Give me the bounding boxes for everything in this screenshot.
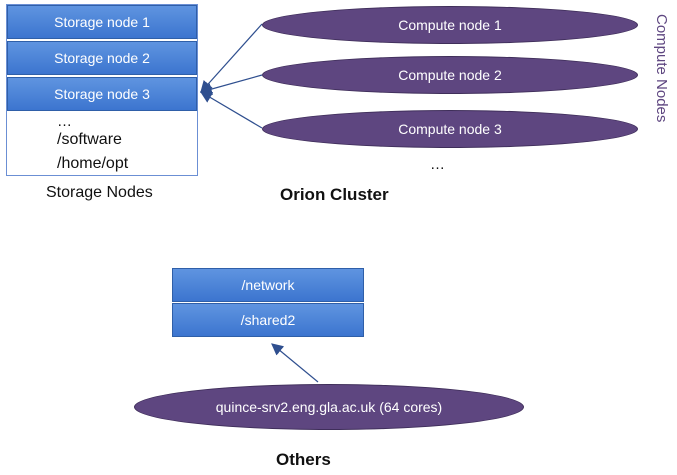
arrow-compute3-to-storage (199, 91, 263, 129)
share-shared2: /shared2 (172, 303, 364, 337)
compute-node-2: Compute node 2 (262, 56, 638, 94)
compute-node-1: Compute node 1 (262, 6, 638, 44)
arrow-compute2-to-storage (199, 74, 263, 95)
storage-node-1: Storage node 1 (7, 5, 197, 39)
compute-ellipsis: … (430, 156, 445, 173)
compute-nodes-label: Compute Nodes (653, 14, 670, 123)
cluster-title: Orion Cluster (280, 185, 389, 204)
storage-ellipsis: … (57, 113, 72, 130)
storage-node-2: Storage node 2 (7, 41, 197, 75)
quince-server: quince-srv2.eng.gla.ac.uk (64 cores) (134, 384, 524, 430)
arrow-compute1-to-storage (200, 23, 263, 93)
path-home-opt: /home/opt (57, 155, 129, 172)
path-software: /software (57, 131, 122, 148)
others-caption: Others (276, 450, 331, 469)
share-network: /network (172, 268, 364, 302)
storage-nodes-group: Storage node 1 Storage node 2 Storage no… (6, 4, 198, 176)
storage-node-3: Storage node 3 (7, 77, 197, 111)
compute-node-3: Compute node 3 (262, 110, 638, 148)
storage-nodes-caption: Storage Nodes (46, 184, 153, 201)
arrow-server-to-shares (271, 343, 319, 383)
